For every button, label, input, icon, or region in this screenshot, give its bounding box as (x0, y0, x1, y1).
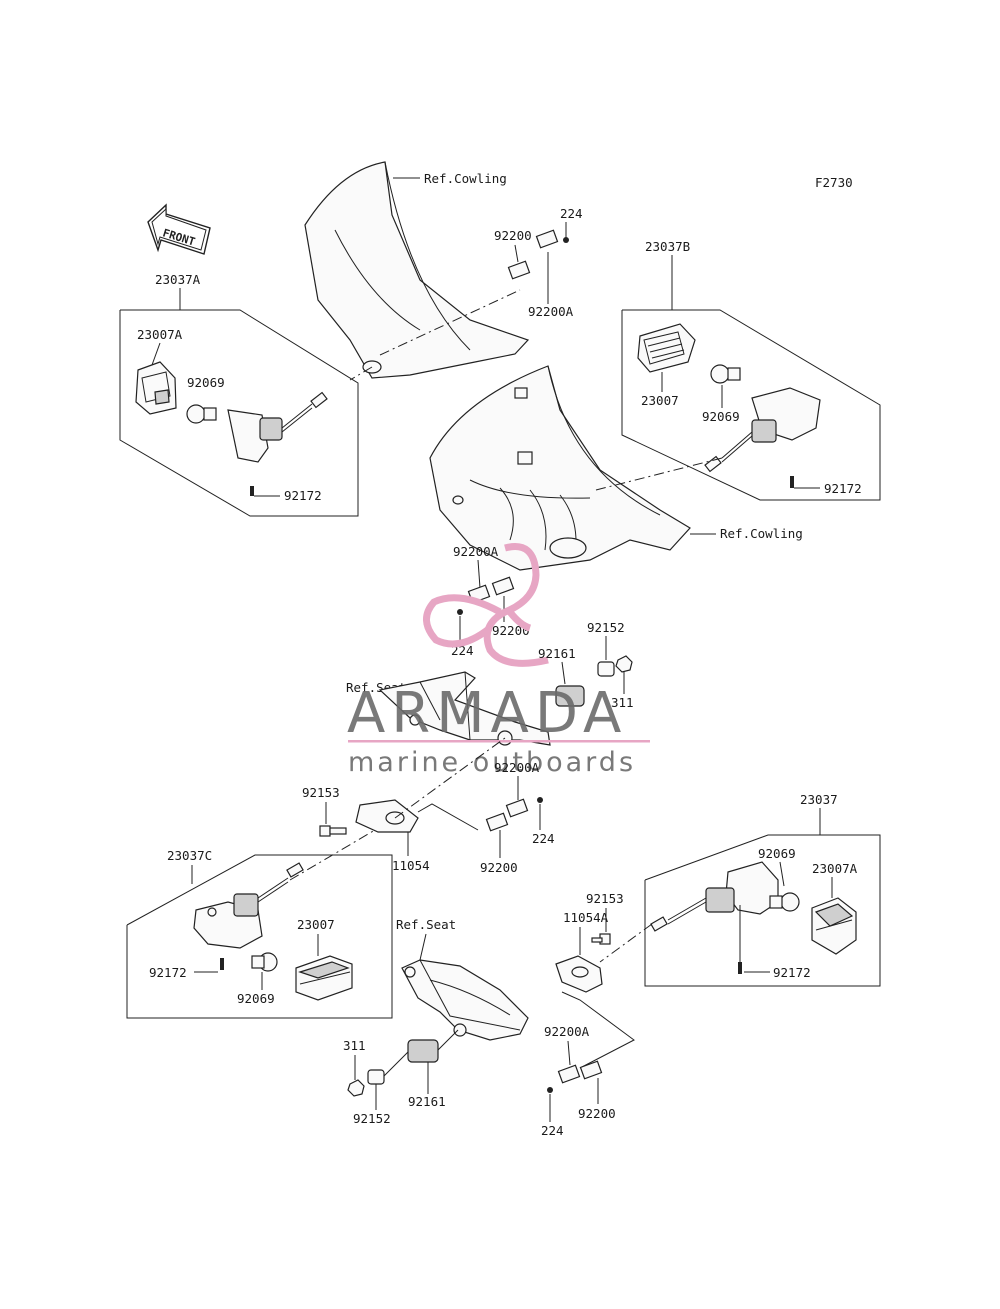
label-11054A: 11054A (563, 910, 609, 925)
lens-23007-top-right (637, 323, 696, 373)
label-23037C: 23037C (167, 848, 212, 863)
label-23037: 23037 (800, 792, 838, 807)
label-92172-bottom-right: 92172 (773, 965, 811, 980)
turn-signal-housing-bottom-right (650, 861, 779, 932)
front-arrow-icon: FRONT (147, 203, 211, 255)
label-92069-top-left: 92069 (187, 375, 225, 390)
label-92172-top-right: 92172 (824, 481, 862, 496)
bulb-92069-bottom-left (251, 952, 278, 972)
bulb-92069-top-right (710, 364, 741, 384)
kit-box-23037 (644, 834, 881, 987)
label-92161-mid: 92161 (538, 646, 576, 661)
label-224-bottom: 224 (541, 1123, 564, 1138)
screw-224-top (563, 237, 569, 243)
bulb-92069-bottom-right (769, 892, 800, 912)
bracket-11054A (555, 955, 603, 993)
nut-plate-92200-bottom (579, 1060, 603, 1080)
bracket-11054 (355, 799, 419, 833)
turn-signal-housing-top-left (227, 391, 328, 463)
watermark-rule (348, 740, 650, 743)
screw-92172-bottom-left (220, 958, 224, 970)
label-23007-top-right: 23007 (641, 393, 679, 408)
seat-bracket-bottom (401, 959, 529, 1041)
label-92069-bottom-right: 92069 (758, 846, 796, 861)
screw-92172-top-right (790, 476, 794, 488)
ref-cowling-mid: Ref.Cowling (720, 526, 803, 541)
collar-92152-mid (597, 661, 615, 677)
seat-bracket-mid (378, 671, 551, 746)
armada-logo-icon (423, 543, 549, 667)
watermark-brand: ARMADA (347, 681, 627, 746)
label-92200-center: 92200 (480, 860, 518, 875)
cowling-top-part (304, 161, 530, 379)
lens-23007A-bottom-right (811, 897, 857, 955)
label-92161-bottom: 92161 (408, 1094, 446, 1109)
clip-92200A-top (535, 229, 559, 249)
nut-plate-92200-mid (491, 576, 515, 596)
kit-box-23037C (126, 854, 393, 1019)
kit-box-23037B (621, 309, 881, 501)
label-92153-right: 92153 (586, 891, 624, 906)
label-23037B: 23037B (645, 239, 690, 254)
label-92200A-mid: 92200A (453, 544, 499, 559)
bulb-92069-top-left (186, 404, 217, 424)
label-23007-bottom-left: 23007 (297, 917, 335, 932)
screw-224-bottom (547, 1087, 553, 1093)
nut-plate-92200-center (485, 812, 509, 832)
label-224-top: 224 (560, 206, 583, 221)
label-311-mid: 311 (611, 695, 634, 710)
label-311-bottom: 311 (343, 1038, 366, 1053)
screw-92172-bottom-right (738, 962, 742, 974)
figure-code: F2730 (815, 175, 853, 190)
nut-plate-92200-top (507, 260, 531, 280)
ref-cowling-top: Ref.Cowling (424, 171, 507, 186)
screw-224-center (537, 797, 543, 803)
label-92152-mid: 92152 (587, 620, 625, 635)
damper-92161-mid (555, 685, 585, 707)
turn-signal-housing-bottom-left (193, 862, 304, 949)
lens-23007-bottom-left (295, 955, 353, 1001)
screw-92172-top-left (250, 486, 254, 496)
label-92069-top-right: 92069 (702, 409, 740, 424)
lens-23007A-top-left (135, 361, 177, 415)
turn-signal-housing-top-right (704, 387, 821, 473)
cowling-mid-part (429, 365, 691, 571)
label-92172-top-left: 92172 (284, 488, 322, 503)
clip-92200A-center (505, 798, 529, 818)
label-92200A-bottom: 92200A (544, 1024, 590, 1039)
bolt-92153-right (591, 933, 611, 945)
label-92069-bottom-left: 92069 (237, 991, 275, 1006)
kit-box-23037A (119, 309, 359, 517)
label-92200A-center: 92200A (494, 760, 540, 775)
label-92200-top: 92200 (494, 228, 532, 243)
label-92153-left: 92153 (302, 785, 340, 800)
label-92152-bottom: 92152 (353, 1111, 391, 1126)
watermark-tagline: marine outboards (348, 747, 636, 778)
nut-311-bottom (347, 1079, 365, 1097)
screw-224-mid (457, 609, 463, 615)
label-92200-bottom: 92200 (578, 1106, 616, 1121)
clip-92200A-bottom (557, 1064, 581, 1084)
label-224-center: 224 (532, 831, 555, 846)
ref-seat-bottom: Ref.Seat (396, 917, 456, 932)
collar-92152-bottom (367, 1069, 385, 1085)
label-23007A-top-left: 23007A (137, 327, 183, 342)
label-23007A-bottom-right: 23007A (812, 861, 858, 876)
nut-311-mid (615, 655, 633, 673)
label-11054: 11054 (392, 858, 430, 873)
bolt-92153-left (319, 825, 347, 837)
label-23037A: 23037A (155, 272, 201, 287)
label-92172-bottom-left: 92172 (149, 965, 187, 980)
damper-92161-bottom (407, 1039, 439, 1063)
label-92200A-top: 92200A (528, 304, 574, 319)
